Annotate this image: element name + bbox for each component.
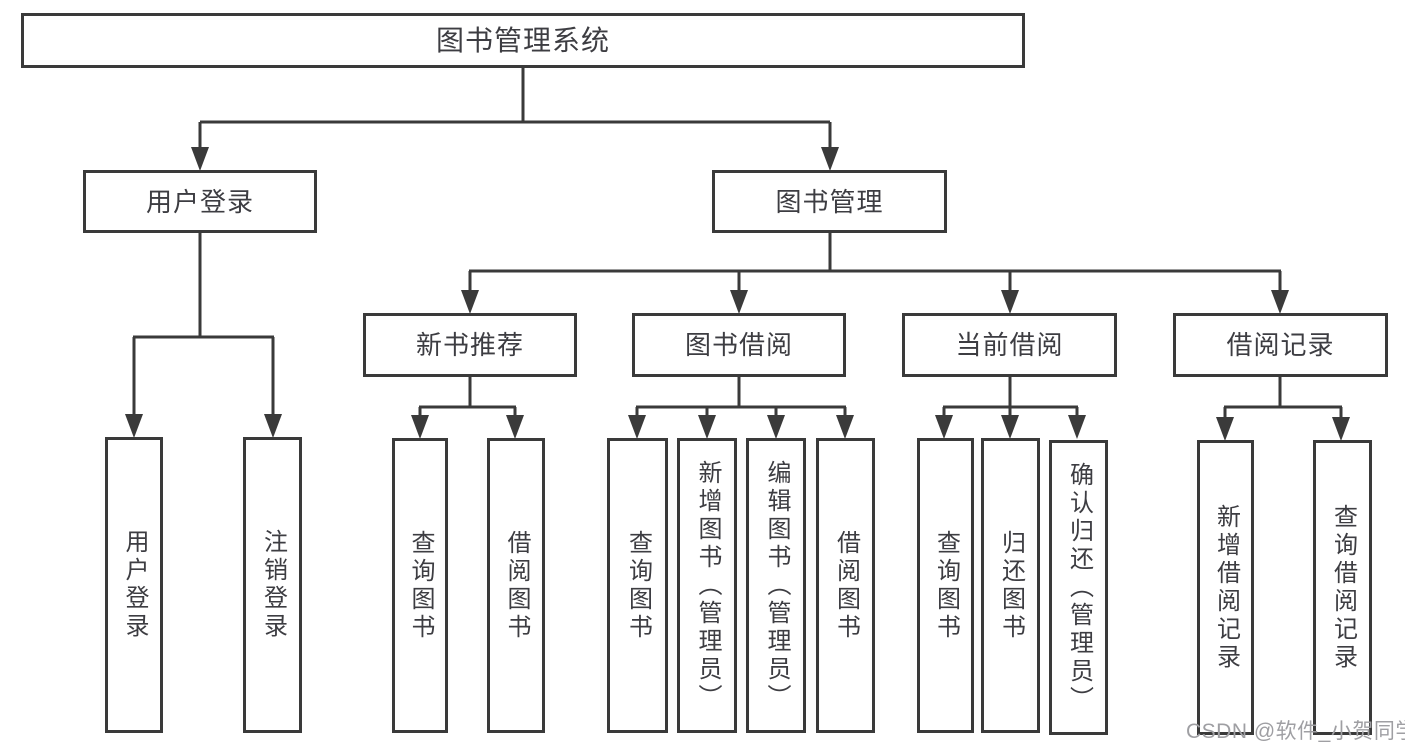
arrowhead-icon <box>411 415 429 439</box>
arrowhead-icon <box>698 415 716 439</box>
arrowhead-icon <box>1271 290 1289 314</box>
node-current-borrow: 当前借阅 <box>902 313 1117 377</box>
arrowhead-icon <box>506 415 524 439</box>
node-book-borrow: 图书借阅 <box>632 313 846 377</box>
connector-root-to-level2 <box>191 68 839 171</box>
leaf-recommend-borrow-books: 借阅图书 <box>487 438 545 733</box>
leaf-record-add-borrow-record: 新增借阅记录 <box>1197 440 1254 735</box>
leaf-borrow-add-books-admin: 新增图书（管理员） <box>677 438 737 733</box>
connector-borrow-record-to-leaves <box>1216 377 1350 441</box>
arrowhead-icon <box>1068 415 1086 439</box>
node-book-management: 图书管理 <box>712 170 947 233</box>
leaf-borrow-edit-books-admin: 编辑图书（管理员） <box>746 438 806 733</box>
arrowhead-icon <box>730 290 748 314</box>
leaf-recommend-query-books: 查询图书 <box>392 438 448 733</box>
node-user-login: 用户登录 <box>83 170 317 233</box>
arrowhead-icon <box>191 147 209 171</box>
connector-line <box>468 233 1282 304</box>
node-new-book-recommend: 新书推荐 <box>363 313 577 377</box>
node-borrow-record: 借阅记录 <box>1173 313 1388 377</box>
arrowhead-icon <box>461 290 479 314</box>
arrowhead-icon <box>1216 417 1234 441</box>
arrowhead-icon <box>1001 415 1019 439</box>
connector-current-borrow-to-leaves <box>935 377 1086 439</box>
leaf-logout: 注销登录 <box>243 437 302 733</box>
connector-new-book-recommend-to-leaves <box>411 377 524 439</box>
connector-line <box>198 68 832 160</box>
connector-line <box>132 233 275 428</box>
leaf-borrow-query-books: 查询图书 <box>607 438 668 733</box>
leaf-borrow-borrow-books: 借阅图书 <box>816 438 875 733</box>
arrowhead-icon <box>836 415 854 439</box>
connector-book-borrow-to-leaves <box>628 377 854 439</box>
connector-line <box>635 377 847 429</box>
connector-line <box>418 377 517 429</box>
watermark: CSDN @软件_小贺同学 <box>1186 720 1405 743</box>
connector-book-management-to-level3 <box>461 233 1289 314</box>
node-root: 图书管理系统 <box>21 13 1025 68</box>
arrowhead-icon <box>767 415 785 439</box>
connector-line <box>1223 377 1343 431</box>
leaf-user-login: 用户登录 <box>105 437 163 733</box>
connector-user-login-to-leaves <box>125 233 282 438</box>
arrowhead-icon <box>628 415 646 439</box>
leaf-current-return-books: 归还图书 <box>981 438 1040 733</box>
leaf-current-query-books: 查询图书 <box>917 438 974 733</box>
arrowhead-icon <box>1332 417 1350 441</box>
leaf-record-query-borrow-record: 查询借阅记录 <box>1313 440 1372 735</box>
leaf-current-confirm-return-admin: 确认归还（管理员） <box>1049 440 1108 735</box>
arrowhead-icon <box>264 414 282 438</box>
arrowhead-icon <box>821 147 839 171</box>
arrowhead-icon <box>125 414 143 438</box>
arrowhead-icon <box>1001 290 1019 314</box>
arrowhead-icon <box>935 415 953 439</box>
